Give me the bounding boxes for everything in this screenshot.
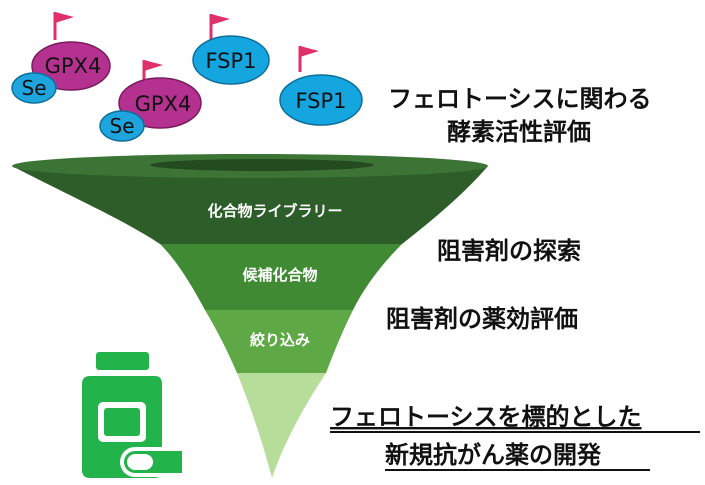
enzyme-eval-label-line1: フェロトーシスに関わる [388, 85, 652, 113]
funnel-section-library [12, 166, 488, 244]
gpx4-enzyme-shape [118, 77, 202, 129]
fsp1-label: FSP1 [295, 89, 346, 113]
funnel-tip [237, 373, 326, 478]
enzyme-eval-label-line2: 酵素活性評価 [447, 118, 591, 146]
selenium-label: Se [22, 76, 47, 100]
selenium-shape [99, 110, 145, 142]
inhibitor-efficacy-label: 阻害剤の薬効評価 [386, 305, 578, 333]
selenium-shape [11, 72, 57, 104]
inhibitor-search-label: 阻害剤の探索 [437, 237, 581, 265]
gpx4-label: GPX4 [45, 54, 102, 78]
fsp1-enzyme-shape [192, 35, 270, 85]
gpx4-label: GPX4 [135, 92, 192, 116]
flag-icon [53, 12, 74, 40]
funnel-section-narrowing [205, 310, 353, 373]
flag-icon [298, 46, 319, 72]
screening-funnel [12, 154, 488, 478]
funnel-section-candidates [160, 244, 402, 310]
funnel-opening [150, 159, 374, 171]
selenium-label: Se [110, 114, 135, 138]
goal-label-line1: フェロトーシスを標的とした [330, 403, 642, 431]
goal-label-line2: 新規抗がん薬の開発 [385, 441, 602, 469]
fsp1-enzyme-shape [279, 74, 363, 126]
funnel-stage-narrowing: 絞り込み [250, 331, 310, 349]
flag-icon [209, 14, 230, 40]
capsule-icon [120, 447, 186, 477]
fsp1-label: FSP1 [205, 49, 256, 73]
funnel-stage-library: 化合物ライブラリー [207, 202, 342, 220]
funnel-stage-candidates: 候補化合物 [242, 266, 317, 284]
